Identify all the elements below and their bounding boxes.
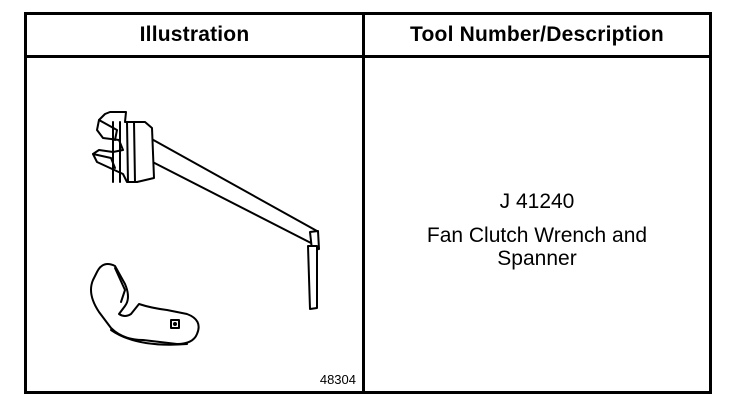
- figure-number: 48304: [319, 372, 356, 387]
- fan-clutch-wrench-icon: [92, 111, 320, 310]
- spanner-icon: [90, 263, 200, 346]
- tool-number: J 41240: [499, 190, 575, 213]
- tool-table: Illustration Tool Number/Description: [24, 12, 712, 394]
- table-header-row: Illustration Tool Number/Description: [27, 15, 709, 58]
- description-cell: J 41240 Fan Clutch Wrench and Spanner: [365, 58, 709, 391]
- tool-number-description-header: Tool Number/Description: [410, 23, 664, 46]
- tool-illustration: [90, 111, 320, 346]
- tool-description: Fan Clutch Wrench and Spanner: [426, 224, 648, 270]
- illustration-header: Illustration: [139, 23, 250, 46]
- column-divider: [362, 15, 365, 391]
- illustration-cell: 48304: [27, 58, 362, 391]
